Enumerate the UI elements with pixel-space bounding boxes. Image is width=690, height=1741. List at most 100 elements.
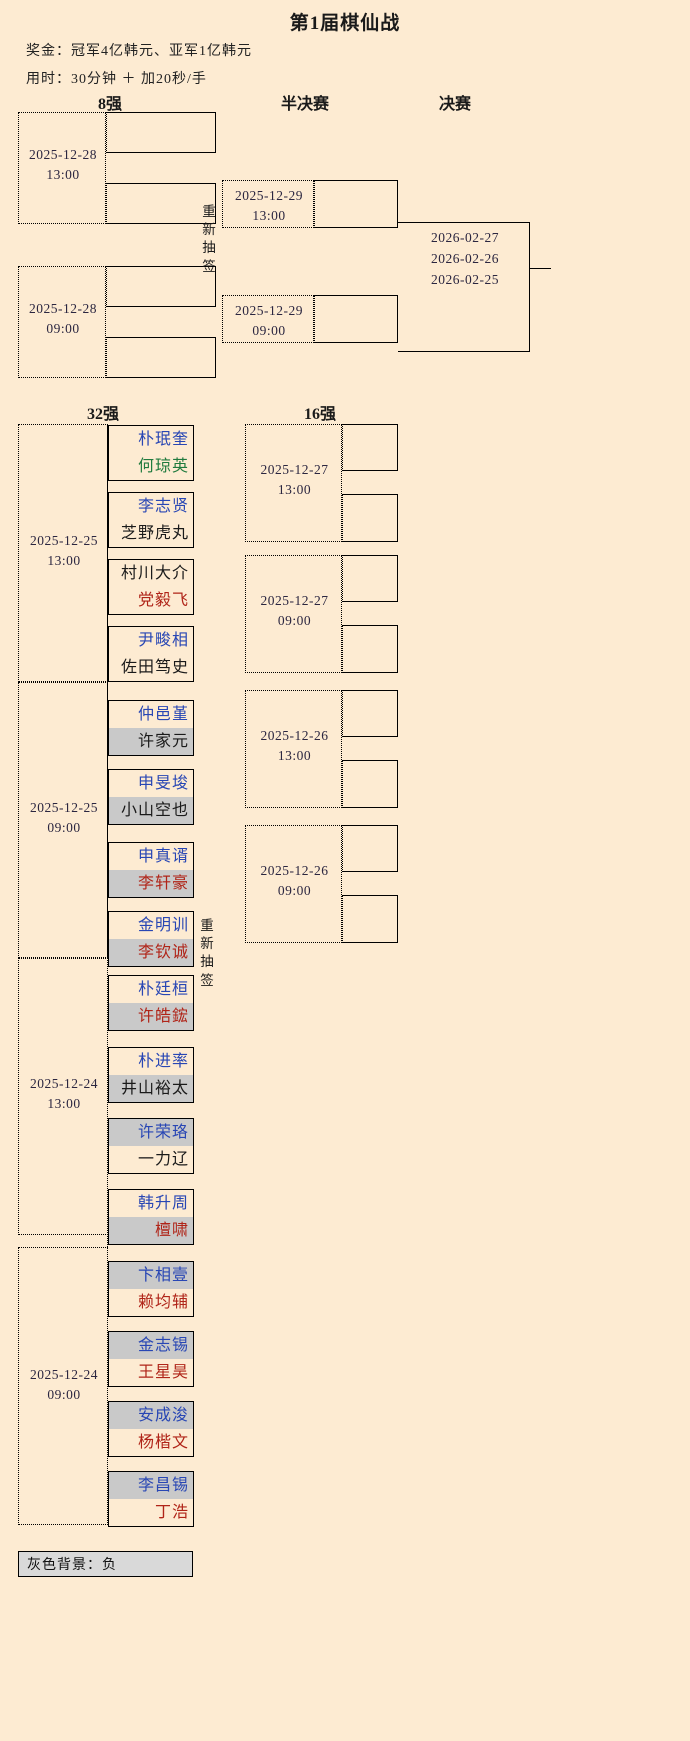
r16-date-cell-3: 2025-12-26 13:00	[245, 690, 342, 808]
final-connector-vertical	[529, 222, 530, 352]
player-8-top: 金明训	[137, 917, 189, 934]
player-10-bottom: 井山裕太	[109, 1075, 193, 1102]
sf-date-cell-2: 2025-12-29 09:00	[222, 295, 314, 343]
match-box-14[interactable]: 金志锡 王星昊	[108, 1331, 194, 1387]
r32-3-time: 13:00	[47, 1096, 81, 1112]
page-title: 第1届棋仙战	[289, 13, 401, 34]
r32-date-cell-2: 2025-12-25 09:00	[18, 682, 108, 958]
r16-date-cell-2: 2025-12-27 09:00	[245, 555, 342, 673]
r16-slot-4b[interactable]	[342, 895, 398, 943]
r32-4-time: 09:00	[47, 1387, 81, 1403]
qf-slot-1b[interactable]	[106, 183, 216, 224]
r16-date-cell-1: 2025-12-27 13:00	[245, 424, 342, 542]
r32-spine	[107, 424, 108, 1525]
redraw32-char-4: 签	[200, 972, 214, 988]
redraw32-char-2: 新	[200, 936, 214, 952]
r16-1-date: 2025-12-27	[260, 462, 329, 477]
r16-slot-1a[interactable]	[342, 424, 398, 471]
qf-date-cell-2: 2025-12-28 09:00	[18, 266, 106, 378]
r32-2-date: 2025-12-25	[30, 800, 98, 815]
player-5-bottom: 许家元	[109, 728, 193, 755]
player-6-top: 申旻埈	[137, 775, 189, 792]
player-2-bottom: 芝野虎丸	[120, 525, 189, 542]
redraw-char-2: 新	[202, 222, 216, 238]
qf-slot-2b[interactable]	[106, 337, 216, 378]
match-box-6[interactable]: 申旻埈 小山空也	[108, 769, 194, 825]
match-box-15[interactable]: 安成浚 杨楷文	[108, 1401, 194, 1457]
sf-slot-2[interactable]	[314, 295, 398, 343]
player-15-top: 安成浚	[109, 1402, 193, 1429]
r16-date-cell-4: 2025-12-26 09:00	[245, 825, 342, 943]
match-box-8[interactable]: 金明训 李钦诚	[108, 911, 194, 967]
sf2-time: 09:00	[252, 323, 286, 339]
r32-4-date: 2025-12-24	[30, 1367, 98, 1382]
qf-date-cell-1: 2025-12-28 13:00	[18, 112, 106, 224]
player-14-bottom: 王星昊	[137, 1364, 189, 1381]
match-box-2[interactable]: 李志贤 芝野虎丸	[108, 492, 194, 548]
r32-date-cell-4: 2025-12-24 09:00	[18, 1247, 108, 1525]
player-11-bottom: 一力辽	[137, 1151, 189, 1168]
r32-2-time: 09:00	[47, 820, 81, 836]
r32-3-date: 2025-12-24	[30, 1076, 98, 1091]
player-9-top: 朴廷桓	[137, 981, 189, 998]
sf1-time: 13:00	[252, 208, 286, 224]
sf-date-cell-1: 2025-12-29 13:00	[222, 180, 314, 228]
player-16-bottom: 丁浩	[154, 1504, 189, 1521]
match-box-9[interactable]: 朴廷桓 许皓鋐	[108, 975, 194, 1031]
player-11-top: 许荣珞	[109, 1119, 193, 1146]
watermark	[452, 1576, 465, 1592]
r16-3-date: 2025-12-26	[260, 728, 329, 743]
match-box-16[interactable]: 李昌锡 丁浩	[108, 1471, 194, 1527]
r16-slot-3a[interactable]	[342, 690, 398, 737]
r16-4-time: 09:00	[277, 883, 312, 899]
final-date-1: 2026-02-27	[431, 230, 499, 245]
round-label-final: 决赛	[438, 96, 471, 113]
match-box-1[interactable]: 朴珉奎 何琼英	[108, 425, 194, 481]
player-9-bottom: 许皓鋐	[109, 1003, 193, 1030]
r16-4-date: 2025-12-26	[260, 863, 329, 878]
player-1-bottom: 何琼英	[137, 458, 189, 475]
legend-lose: 灰色背景：负	[18, 1551, 193, 1577]
sf2-date: 2025-12-29	[235, 303, 303, 318]
r16-2-time: 09:00	[277, 613, 312, 629]
sf-slot-1[interactable]	[314, 180, 398, 228]
final-dates: 2026-02-27 2026-02-26 2026-02-25	[405, 228, 525, 291]
r32-date-cell-3: 2025-12-24 13:00	[18, 958, 108, 1235]
player-16-top: 李昌锡	[109, 1472, 193, 1499]
player-7-bottom: 李轩豪	[109, 870, 193, 897]
qf-slot-1a[interactable]	[106, 112, 216, 153]
sf1-date: 2025-12-29	[235, 188, 303, 203]
match-box-4[interactable]: 尹畯相 佐田笃史	[108, 626, 194, 682]
player-13-bottom: 赖均辅	[137, 1294, 189, 1311]
player-4-bottom: 佐田笃史	[120, 659, 189, 676]
qf-slot-2a[interactable]	[106, 266, 216, 307]
match-box-11[interactable]: 许荣珞 一力辽	[108, 1118, 194, 1174]
player-4-top: 尹畯相	[137, 632, 189, 649]
r32-1-time: 13:00	[47, 553, 81, 569]
match-box-5[interactable]: 仲邑堇 许家元	[108, 700, 194, 756]
match-box-10[interactable]: 朴进率 井山裕太	[108, 1047, 194, 1103]
r16-slot-2a[interactable]	[342, 555, 398, 602]
player-10-top: 朴进率	[137, 1053, 189, 1070]
round-label-r16: 16强	[303, 406, 336, 423]
match-box-13[interactable]: 卞相壹 赖均辅	[108, 1261, 194, 1317]
redraw-char-3: 抽	[202, 240, 216, 256]
r16-slot-1b[interactable]	[342, 494, 398, 542]
player-3-top: 村川大介	[120, 565, 189, 582]
prize-info: 奖金：冠军4亿韩元、亚军1亿韩元	[26, 44, 252, 59]
match-box-3[interactable]: 村川大介 党毅飞	[108, 559, 194, 615]
r16-slot-2b[interactable]	[342, 625, 398, 673]
redraw32-char-3: 抽	[200, 954, 214, 970]
qf2-date: 2025-12-28	[29, 301, 97, 316]
redraw-char-1: 重	[202, 204, 216, 219]
r16-slot-3b[interactable]	[342, 760, 398, 808]
qf2-time: 09:00	[46, 321, 80, 337]
player-2-top: 李志贤	[137, 498, 189, 515]
player-8-bottom: 李钦诚	[109, 939, 193, 966]
r16-slot-4a[interactable]	[342, 825, 398, 872]
player-3-bottom: 党毅飞	[137, 592, 189, 609]
match-box-12[interactable]: 韩升周 檀啸	[108, 1189, 194, 1245]
match-box-7[interactable]: 申真谞 李轩豪	[108, 842, 194, 898]
time-rule-info: 用时：30分钟 ＋ 加20秒/手	[26, 72, 207, 87]
player-14-top: 金志锡	[109, 1332, 193, 1359]
